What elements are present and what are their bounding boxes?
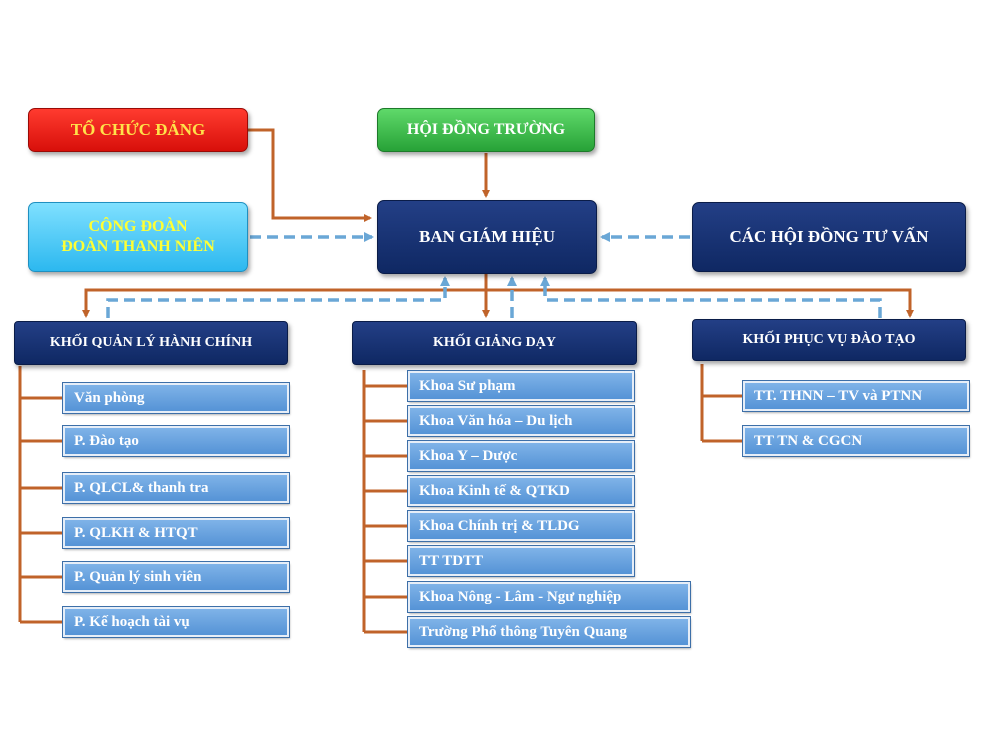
unit-khoa-su-pham: Khoa Sư phạm: [407, 370, 635, 402]
unit-ke-hoach-tai-vu: P. Kế hoạch tài vụ: [62, 606, 290, 638]
unit-tt-tn-cgcn: TT TN & CGCN: [742, 425, 970, 457]
unit-khoa-nong-lam-ngu-nghiep: Khoa Nông - Lâm - Ngư nghiệp: [407, 581, 691, 613]
unit-khoa-kinh-te-qtkd: Khoa Kinh tế & QTKD: [407, 475, 635, 507]
unit-quan-ly-sinh-vien: P. Quản lý sinh viên: [62, 561, 290, 593]
youth-union-label: ĐOÀN THANH NIÊN: [61, 238, 215, 255]
admin-block-header: KHỐI QUẢN LÝ HÀNH CHÍNH: [14, 321, 288, 365]
party-organization-box: TỔ CHỨC ĐẢNG: [28, 108, 248, 152]
trade-union-label: CÔNG ĐOÀN: [88, 218, 188, 235]
service-block-header: KHỐI PHỤC VỤ ĐÀO TẠO: [692, 319, 966, 361]
unit-dao-tao: P. Đào tạo: [62, 425, 290, 457]
unit-truong-pho-thong-tuyen-quang: Trường Phổ thông Tuyên Quang: [407, 616, 691, 648]
arrow-board-to-service: [486, 288, 914, 318]
teaching-block-header: KHỐI GIẢNG DẠY: [352, 321, 637, 365]
admin-block-title: KHỐI QUẢN LÝ HÀNH CHÍNH: [49, 335, 253, 350]
unit-qlkh-htqt: P. QLKH & HTQT: [62, 517, 290, 549]
teaching-block-title: KHỐI GIẢNG DẠY: [433, 335, 556, 350]
school-council-label: HỘI ĐỒNG TRƯỜNG: [406, 121, 566, 138]
service-block-title: KHỐI PHỤC VỤ ĐÀO TẠO: [742, 332, 916, 347]
advisory-councils-label: CÁC HỘI ĐỒNG TƯ VẤN: [729, 227, 929, 246]
unit-van-phong: Văn phòng: [62, 382, 290, 414]
unit-khoa-van-hoa-du-lich: Khoa Văn hóa – Du lịch: [407, 405, 635, 437]
arrow-board-to-admin: [82, 288, 486, 318]
unit-khoa-chinh-tri-tldg: Khoa Chính trị & TLDG: [407, 510, 635, 542]
unit-tt-thnn-tv-ptnn: TT. THNN – TV và PTNN: [742, 380, 970, 412]
advisory-councils-box: CÁC HỘI ĐỒNG TƯ VẤN: [692, 202, 966, 272]
school-council-box: HỘI ĐỒNG TRƯỜNG: [377, 108, 595, 152]
unit-tt-tdtt: TT TDTT: [407, 545, 635, 577]
dashed-admin-to-board: [106, 276, 450, 318]
party-organization-label: TỔ CHỨC ĐẢNG: [70, 120, 206, 139]
unit-khoa-y-duoc: Khoa Y – Dược: [407, 440, 635, 472]
union-youth-box: CÔNG ĐOÀN ĐOÀN THANH NIÊN: [28, 202, 248, 272]
board-of-rectors-box: BAN GIÁM HIỆU: [377, 200, 597, 274]
dashed-service-to-board: [540, 276, 882, 318]
unit-qlcl-thanh-tra: P. QLCL& thanh tra: [62, 472, 290, 504]
arrow-party-to-board: [248, 128, 372, 222]
board-of-rectors-label: BAN GIÁM HIỆU: [418, 227, 555, 246]
